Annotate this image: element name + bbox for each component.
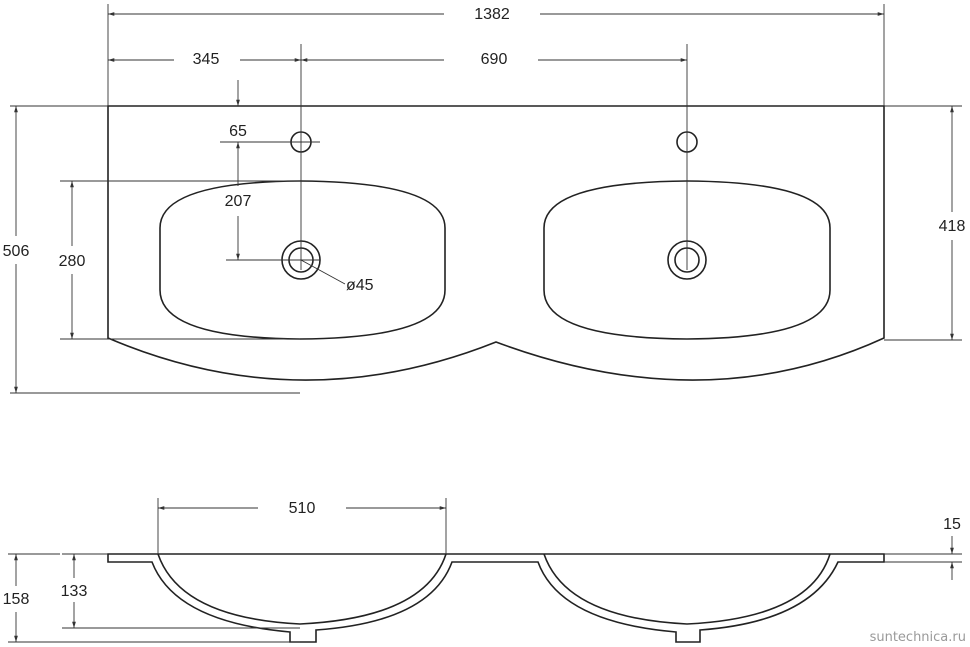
dim-bowl-height: 133	[61, 583, 88, 600]
watermark: suntechnica.ru	[870, 630, 966, 645]
dim-total-height: 158	[3, 591, 30, 608]
dim-bowl-width: 510	[289, 500, 316, 517]
dim-slab-thickness: 15	[943, 516, 961, 533]
dim-tap-to-drain: 207	[225, 193, 252, 210]
right-bowl-inner-profile	[543, 553, 831, 625]
side-profile-outline	[107, 553, 885, 643]
left-bowl-inner-profile	[157, 553, 447, 625]
countertop-outline	[107, 105, 885, 381]
dim-bowl-depth: 280	[59, 253, 86, 270]
dim-edge-depth: 418	[939, 218, 966, 235]
dim-drain-diameter: ø45	[346, 277, 374, 294]
side-view	[107, 553, 885, 643]
right-bowl-outline	[543, 180, 831, 340]
left-bowl-outline	[159, 180, 446, 340]
dim-total-depth: 506	[3, 243, 30, 260]
dim-overall-width: 1382	[474, 6, 510, 23]
dim-tap-hole-to-edge: 65	[229, 123, 247, 140]
dim-left-tap-offset: 345	[193, 51, 220, 68]
top-dimension-lines	[10, 4, 962, 394]
dim-tap-spacing: 690	[481, 51, 508, 68]
side-dimension-lines	[8, 498, 962, 643]
